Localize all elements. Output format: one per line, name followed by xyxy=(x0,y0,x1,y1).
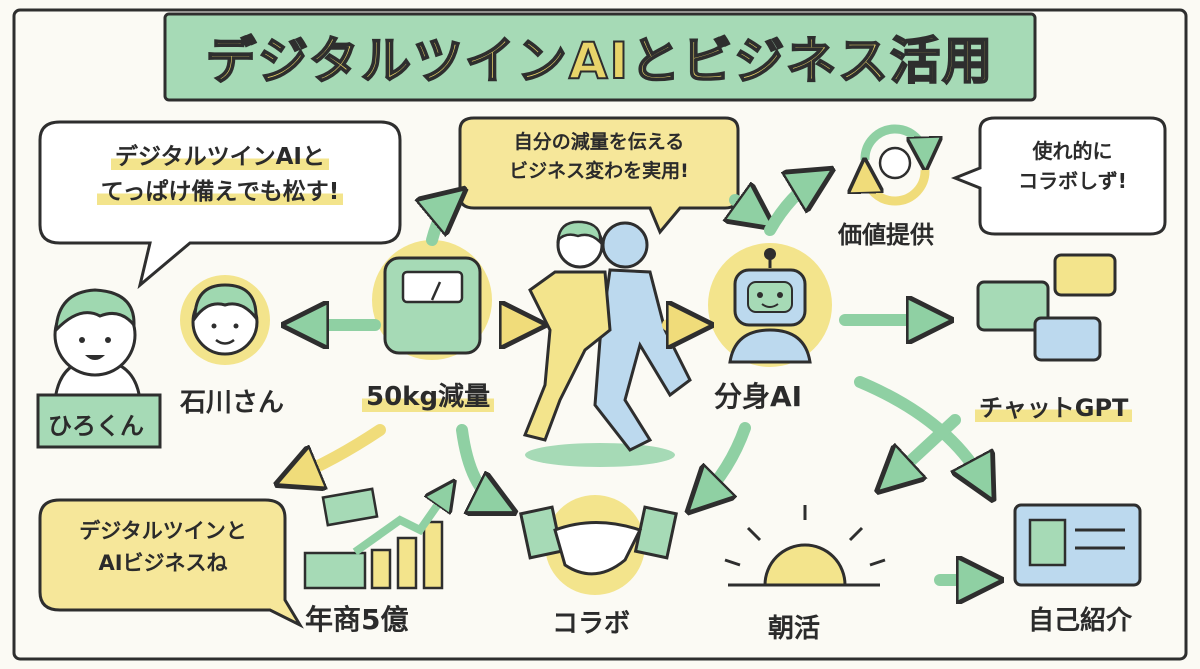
dollar-cycle-icon xyxy=(865,124,925,206)
label-intro: 自己紹介 xyxy=(1028,606,1133,636)
bubble-top-left-line2: てっぱけ備えでも松す! xyxy=(96,178,344,205)
scale-icon xyxy=(372,240,492,360)
id-card-icon xyxy=(1013,503,1142,587)
flow-arrows xyxy=(292,178,985,580)
bubble-bottom-left-line2: AIビジネスね xyxy=(98,550,228,575)
label-collab: コラボ xyxy=(552,609,631,639)
label-weight-loss: 50kg減量 xyxy=(362,382,495,412)
ishikawa-person-icon xyxy=(180,275,270,365)
outer-frame xyxy=(12,8,1188,661)
label-revenue: 年商5億 xyxy=(305,603,409,636)
bubble-top-right-text: 使れ的に コラボしず! xyxy=(985,136,1160,196)
bubble-top-center-line1: 自分の減量を伝える xyxy=(513,131,685,153)
sun-icon xyxy=(724,505,886,587)
bubble-top-left-line1: デジタルツインAIと xyxy=(111,144,329,170)
chart-icon xyxy=(303,489,448,590)
page-title: デジタルツインAIとビジネス活用 xyxy=(205,31,995,91)
label-morning: 朝活 xyxy=(768,614,821,644)
bubble-top-left-text: デジタルツインAIと てっぱけ備えでも松す! xyxy=(45,140,395,209)
label-value: 価値提供 xyxy=(838,221,934,249)
speech-bubble-top-right xyxy=(950,116,1167,236)
bubble-top-center-line2: ビジネス変わを実用! xyxy=(509,159,689,182)
label-bunshin-ai: 分身AI xyxy=(714,380,803,413)
runner-icon xyxy=(522,220,692,467)
bubble-bottom-left-line1: デジタルツインと xyxy=(79,519,247,543)
bubble-top-right-line2: コラボしず! xyxy=(1018,169,1127,193)
handshake-icon xyxy=(518,495,679,595)
speech-bubble-bottom-left xyxy=(38,498,304,629)
chat-icon xyxy=(976,253,1117,362)
robot-icon xyxy=(708,243,832,367)
label-ishikawa: 石川さん xyxy=(180,388,285,418)
bubble-top-right-line1: 使れ的に xyxy=(1032,139,1113,163)
hirokun-tag xyxy=(36,393,162,449)
bubble-bottom-left-text: デジタルツインと AIビジネスね xyxy=(45,516,281,579)
bubble-top-center-text: 自分の減量を伝える ビジネス変わを実用! xyxy=(462,128,736,185)
title-banner xyxy=(163,12,1037,102)
label-hirokun: ひろくん xyxy=(48,412,144,440)
hirokun-person-icon xyxy=(53,288,142,402)
label-chatgpt: チャットGPT xyxy=(975,394,1133,422)
